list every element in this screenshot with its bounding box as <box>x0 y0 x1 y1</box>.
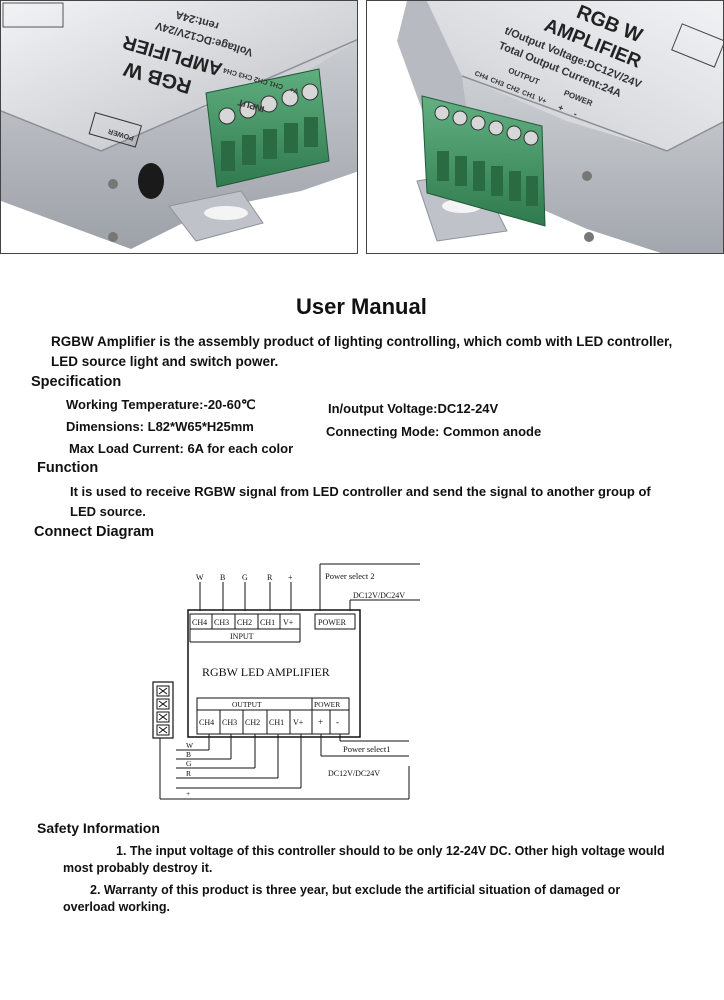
input-wire-label-g: G <box>242 573 248 582</box>
photo-right-label-vplus: V+ <box>536 96 547 106</box>
photo-left-label-ch3: CH3 <box>238 70 253 81</box>
photo-right-label-ch4: CH4 <box>473 70 489 82</box>
output-channel-vplus: V+ <box>293 718 304 727</box>
photo-left-label-ch1: CH1 <box>269 79 284 90</box>
output-channel-ch4: CH4 <box>199 718 214 727</box>
photo-right-label-minus: - <box>572 109 579 119</box>
connect-diagram-heading: Connect Diagram <box>34 524 155 540</box>
photo-left-label-vplus: V+ <box>289 85 299 94</box>
input-wire-label-r: R <box>267 573 273 582</box>
input-channel-ch4: CH4 <box>192 618 207 627</box>
function-line-2: LED source. <box>70 504 146 519</box>
spec-input-output-voltage: In/output Voltage:DC12-24V <box>328 401 499 416</box>
input-wire-label-w: W <box>196 573 204 582</box>
intro-line-1: RGBW Amplifier is the assembly product o… <box>51 334 673 349</box>
photo-left-label-ch2: CH2 <box>253 75 268 86</box>
wiring-diagram-graphic: W B G R + Power select 2 DC12V/DC24V CH4… <box>152 563 420 800</box>
output-wire-label-plus: + <box>186 789 190 798</box>
intro-line-2: LED source light and switch power. <box>51 354 279 369</box>
spec-max-load-current: Max Load Current: 6A for each color <box>69 441 294 456</box>
output-wire-label-r: R <box>186 769 191 778</box>
input-channel-ch1: CH1 <box>260 618 275 627</box>
input-channel-ch3: CH3 <box>214 618 229 627</box>
safety-item-2-line-2: overload working. <box>63 900 170 914</box>
product-photo-output-side: RGB W AMPLIFIER t/Output Voltage:DC12V/2… <box>366 0 724 254</box>
output-channel-ch3: CH3 <box>222 718 237 727</box>
output-wire-label-b: B <box>186 750 191 759</box>
function-line-1: It is used to receive RGBW signal from L… <box>70 484 651 499</box>
output-channel-ch1: CH1 <box>269 718 284 727</box>
spec-working-temperature: Working Temperature:-20-60℃ <box>66 397 256 412</box>
function-heading: Function <box>37 460 99 476</box>
power-terminal-minus: - <box>336 717 339 727</box>
input-channel-ch2: CH2 <box>237 618 252 627</box>
device-title: RGBW LED AMPLIFIER <box>202 665 330 679</box>
power-terminal-plus: + <box>318 717 323 727</box>
amplifier-photo-left-graphic: RGB W AMPLIFIER Voltage:DC12V/24V rent:2… <box>1 1 357 249</box>
photo-right-label-ch2: CH2 <box>505 83 521 95</box>
safety-item-2-line-1: 2. Warranty of this product is three yea… <box>90 883 621 897</box>
output-label: OUTPUT <box>232 700 262 709</box>
photo-left-label-ch4: CH4 <box>222 66 237 77</box>
product-photo-input-side: RGB W AMPLIFIER Voltage:DC12V/24V rent:2… <box>0 0 358 254</box>
voltage-label-top: DC12V/DC24V <box>353 591 405 600</box>
output-power-label: POWER <box>314 700 340 709</box>
spec-dimensions: Dimensions: L82*W65*H25mm <box>66 419 254 434</box>
power-select-1-label: Power select1 <box>343 744 390 754</box>
safety-item-1-line-2: most probably destroy it. <box>63 861 213 875</box>
output-wire-label-g: G <box>186 759 192 768</box>
spec-connecting-mode: Connecting Mode: Common anode <box>326 424 542 439</box>
amplifier-photo-right-graphic: RGB W AMPLIFIER t/Output Voltage:DC12V/2… <box>397 1 723 253</box>
input-channel-vplus: V+ <box>283 618 294 627</box>
voltage-label-bottom: DC12V/DC24V <box>328 769 380 778</box>
safety-heading: Safety Information <box>37 820 160 836</box>
connect-diagram: W B G R + Power select 2 DC12V/DC24V CH4… <box>150 556 420 806</box>
output-wire-label-w: W <box>186 741 194 750</box>
safety-item-1-line-1: 1. The input voltage of this controller … <box>116 844 665 858</box>
photo-right-label-ch3: CH3 <box>489 77 505 89</box>
output-channel-ch2: CH2 <box>245 718 260 727</box>
power-label-top: POWER <box>318 618 347 627</box>
photo-right-label-ch1: CH1 <box>521 90 537 102</box>
power-select-2-label: Power select 2 <box>325 571 375 581</box>
manual-title: User Manual <box>296 294 427 319</box>
input-label: INPUT <box>230 632 254 641</box>
input-wire-label-plus: + <box>288 573 293 582</box>
photo-right-label-plus: + <box>556 102 565 113</box>
input-wire-label-b: B <box>220 573 225 582</box>
specification-heading: Specification <box>31 374 122 390</box>
